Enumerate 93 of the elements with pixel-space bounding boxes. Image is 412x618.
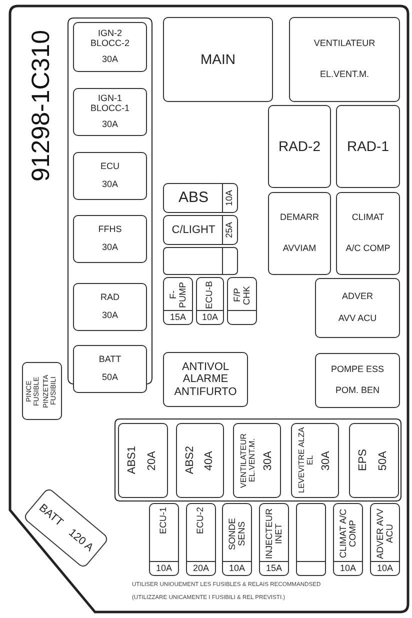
fuse-box xyxy=(73,88,147,136)
fuse-label: ECU-2 xyxy=(196,507,206,534)
fuse-box xyxy=(149,503,179,576)
fuse-box xyxy=(118,423,168,498)
fuse-box xyxy=(163,183,238,213)
fuse-rating: 30A xyxy=(102,311,118,322)
fuse-box xyxy=(73,345,147,393)
relay-box xyxy=(289,17,400,102)
fuse-box xyxy=(196,277,224,325)
fuse-box xyxy=(227,277,257,325)
fuse-rating: 30A xyxy=(102,180,118,190)
fuse-box xyxy=(73,22,147,72)
fuse-label: BATT xyxy=(98,354,122,365)
fuse-label: ECU-B xyxy=(205,281,215,309)
fuse-rating: 10A xyxy=(340,564,356,574)
fuse-rating: 30A xyxy=(320,450,332,470)
fuse-label: POMPE ESS xyxy=(330,365,384,375)
fuse-rating: EL.VENT.M. xyxy=(320,70,369,80)
fuse-rating: 50A xyxy=(378,450,390,470)
fuse-rating: 10A xyxy=(156,564,172,574)
fuse-label: FFHS xyxy=(98,224,122,235)
fuse-label: EPS xyxy=(358,449,370,472)
fuse-label: RAD-2 xyxy=(278,138,320,154)
fuse-label: LEVEVITRE ALZA EL xyxy=(298,426,315,495)
fuse-label: ANTIVOL ALARME ANTIFURTO xyxy=(173,361,238,398)
relay-box xyxy=(336,192,400,275)
fuse-label: SONDE SENS xyxy=(228,516,246,552)
fuse-label: ADVER xyxy=(342,292,373,302)
fuse-box xyxy=(333,503,363,576)
fuse-label: ECU-1 xyxy=(159,507,169,534)
relay-box xyxy=(163,352,248,407)
fuse-label: RAD xyxy=(100,292,120,303)
fuse-rating: 25A xyxy=(225,222,235,238)
fuse-label: IGN-2 BLOCC-2 xyxy=(89,29,130,49)
fuse-rating: 40A xyxy=(204,450,216,470)
fuse-rating: 10A xyxy=(225,190,235,206)
fuse-box xyxy=(349,423,399,498)
fuse-box xyxy=(222,503,252,576)
part-number: 91298-1C310 xyxy=(28,30,54,182)
fuse-label: VENTILATEUR xyxy=(314,39,376,49)
fuse-box xyxy=(73,215,147,263)
fuse-label: VENTILATEUR EL.VENT.M. xyxy=(240,432,257,490)
fuse-rating: A/C COMP xyxy=(346,244,390,254)
fuse-label: IGN-1 BLOCC-1 xyxy=(89,94,130,114)
fuse-rating: 30A xyxy=(102,243,118,254)
relay-box xyxy=(268,105,331,188)
fuse-box xyxy=(176,423,224,498)
fuse-box xyxy=(186,503,216,576)
fuse-rating: 10A xyxy=(376,564,393,574)
relay-box xyxy=(336,105,400,188)
fuse-rating: 30A xyxy=(102,120,118,130)
fuse-label: DEMARR xyxy=(280,213,319,224)
fuse-rating: 120 A xyxy=(66,526,96,554)
fuse-label: ABS xyxy=(178,190,208,206)
empty-fuse-slot xyxy=(296,503,326,576)
fuse-rating: 20A xyxy=(147,450,159,470)
fuse-box xyxy=(73,152,147,200)
fuse-label: CLIMAT A/C COMP xyxy=(338,508,358,560)
fuse-label: ADVER AVV ACU xyxy=(376,507,394,560)
fuse-label: ABS2 xyxy=(184,446,196,475)
fuse-rating: AVV ACU xyxy=(338,314,377,324)
fuse-box xyxy=(370,503,400,576)
fuse-rating: 15A xyxy=(170,312,186,322)
fuse-box xyxy=(233,423,281,498)
fuse-box xyxy=(291,423,339,498)
fuse-label: MAIN xyxy=(200,52,236,68)
fuse-rating: POM. BEN xyxy=(335,386,380,396)
relay-box xyxy=(268,192,331,275)
fuse-rating: AVVIAM xyxy=(282,244,316,254)
fuse-rating: 10A xyxy=(202,312,218,322)
fuse-rating: 10A xyxy=(228,564,245,574)
fuse-label: RAD-1 xyxy=(346,138,389,154)
fuse-rating: 30A xyxy=(102,55,118,65)
fuse-box xyxy=(259,503,289,576)
fuse-box xyxy=(73,283,147,331)
relay-box xyxy=(163,17,273,102)
fuse-label: C/LIGHT xyxy=(172,224,216,236)
fuse-box xyxy=(163,215,238,245)
fuse-label: INJECTEUR INET xyxy=(264,507,284,560)
fuse-rating: 20A xyxy=(192,564,209,574)
relay-box xyxy=(315,278,400,338)
fuse-rating: 30A xyxy=(262,450,274,470)
fuse-label: CLIMAT xyxy=(352,213,384,224)
fuse-rating: 15A xyxy=(266,564,282,574)
fuse-rating: 50A xyxy=(102,373,118,384)
fuse-puller-box xyxy=(22,362,62,420)
relay-box xyxy=(315,353,400,408)
fuse-label: F-PUMP xyxy=(168,281,188,309)
fuse-label: ABS1 xyxy=(127,446,139,475)
empty-fuse-slot xyxy=(163,247,238,275)
fuse-label: F/P CHK xyxy=(232,284,252,307)
fuse-box xyxy=(163,277,193,325)
fuse-label: ECU xyxy=(100,162,120,172)
